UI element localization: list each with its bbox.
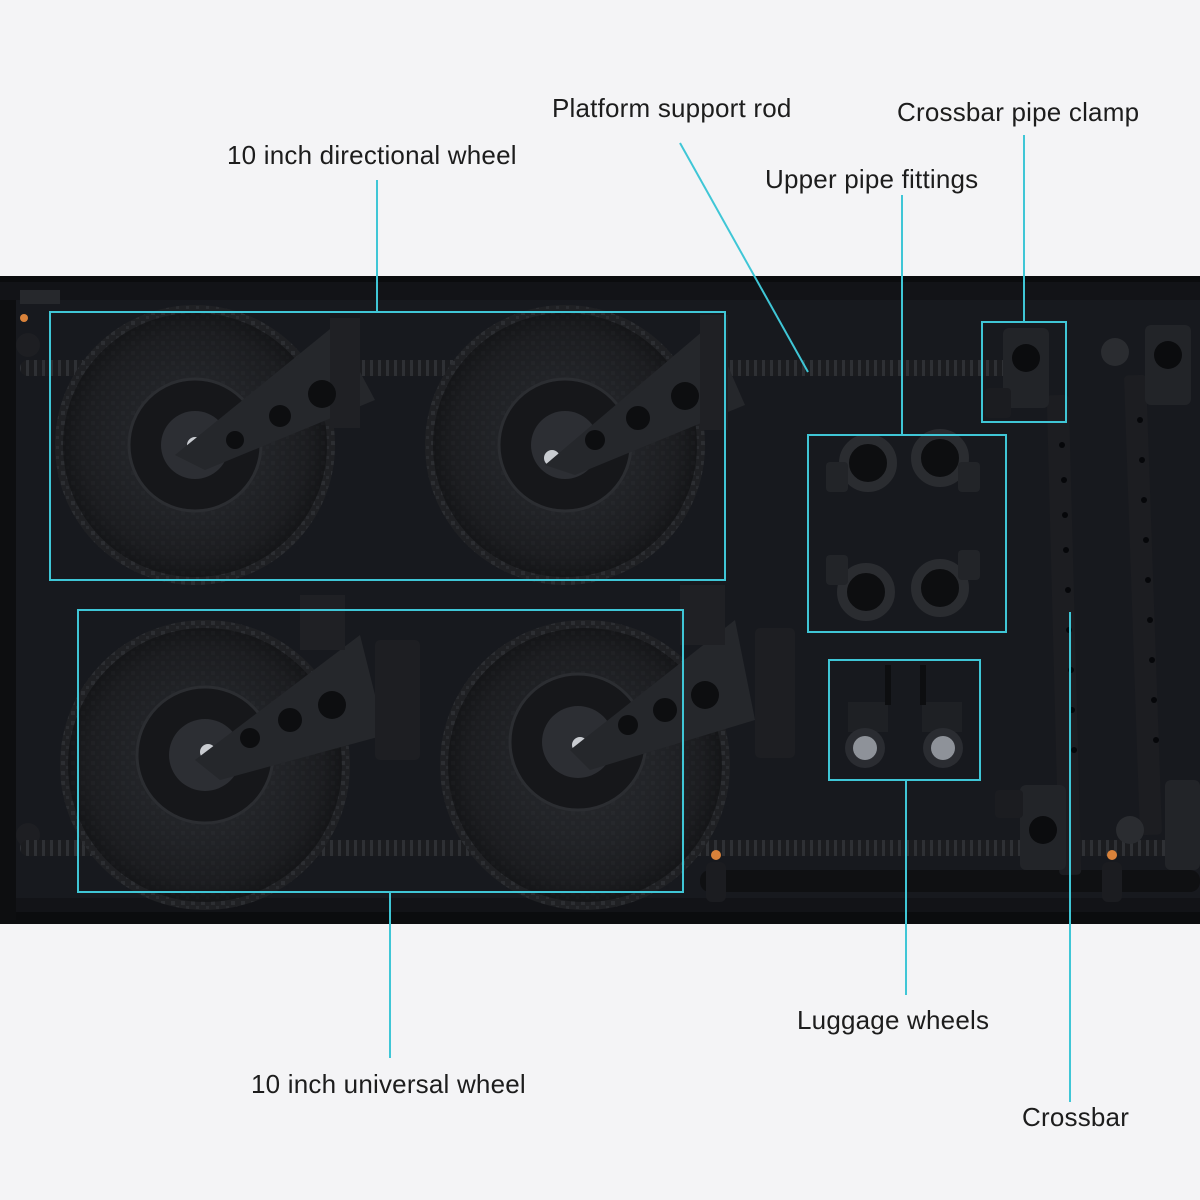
label-crossbar-pipe-clamp: Crossbar pipe clamp [897, 97, 1140, 127]
base-board-edge [0, 276, 1200, 282]
directional-wheel-right [425, 305, 745, 585]
box-upper-pipe-fittings [807, 434, 1007, 633]
callout-boxes [49, 311, 1067, 893]
label-crossbar: Crossbar [1022, 1102, 1130, 1132]
box-directional-wheel [49, 311, 726, 581]
luggage-wheels [845, 665, 963, 768]
directional-wheel-left [55, 305, 375, 585]
label-upper-pipe-fittings: Upper pipe fittings [765, 164, 979, 194]
crossbars [1046, 374, 1162, 876]
label-directional-wheel: 10 inch directional wheel [227, 140, 517, 170]
box-luggage-wheels [828, 659, 981, 781]
universal-wheel-left [60, 595, 420, 910]
label-luggage-wheels: Luggage wheels [797, 1005, 990, 1035]
upper-pipe-fittings [826, 429, 980, 621]
label-universal-wheel: 10 inch universal wheel [251, 1069, 526, 1099]
left-frame [0, 300, 16, 920]
box-universal-wheel [77, 609, 684, 893]
leader-platform-support-rod [679, 142, 809, 373]
leader-lines [376, 135, 1071, 1102]
universal-wheel-right [440, 585, 795, 910]
crossbar-pipe-clamps [985, 325, 1200, 870]
label-platform-support-rod: Platform support rod [552, 93, 792, 123]
